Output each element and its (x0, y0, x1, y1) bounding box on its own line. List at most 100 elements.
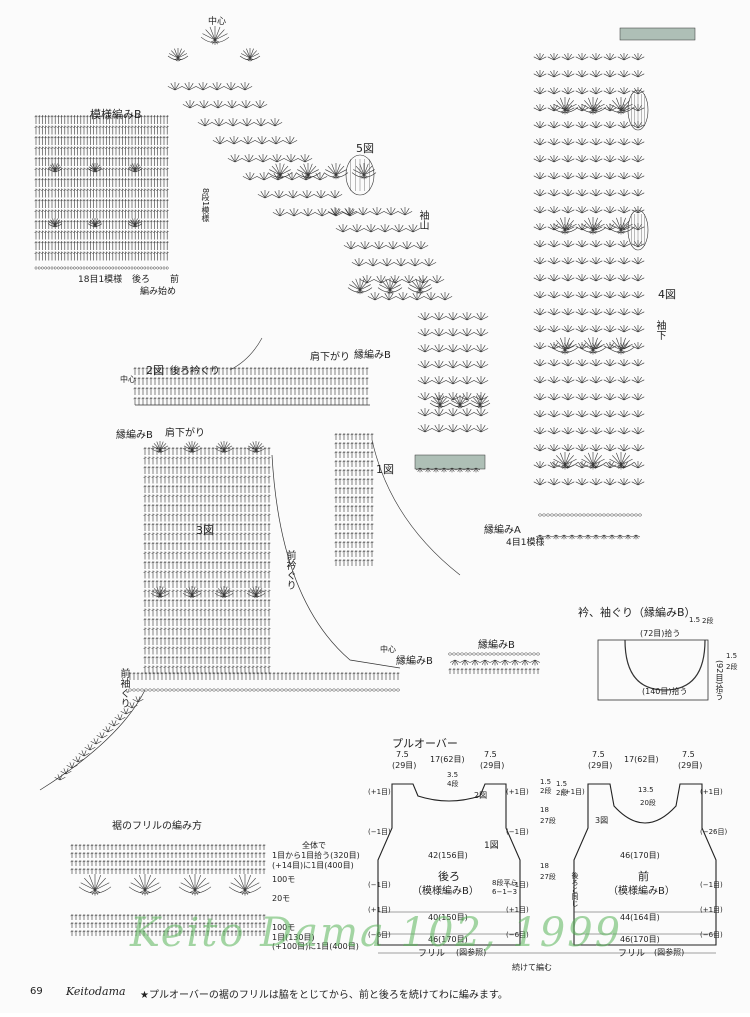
edging-a-chain (639, 514, 642, 516)
edging-a-chain (559, 514, 562, 516)
pattern-b-foundation (54, 267, 56, 269)
pattern-b-foundation (144, 267, 146, 269)
pattern-b-foundation (45, 267, 47, 269)
sleeve-tulip-row (364, 166, 372, 175)
sleeve-top-tulip (250, 51, 257, 58)
pattern-b-foundation (77, 267, 79, 269)
sleeve-under-tulip (565, 220, 574, 230)
sleeve-tulip-row (412, 281, 420, 290)
pattern-b-foundation (86, 267, 88, 269)
edging-a-chain (631, 514, 634, 516)
pattern-b-foundation (163, 267, 165, 269)
sleeve-tulip-row (352, 281, 360, 290)
edging-a-chain (615, 514, 618, 516)
edging-a-chain (543, 514, 546, 516)
sleeve-under-tulip (612, 220, 621, 230)
sleeve-tulip-row (382, 281, 390, 290)
pattern-b-foundation (137, 267, 139, 269)
edging-a-chain (599, 514, 602, 516)
edging-a-chain (627, 514, 630, 516)
edging-a-chain (547, 514, 550, 516)
edging-a-chain (539, 514, 542, 516)
sleeve-under-tulip (593, 455, 602, 465)
pattern-b-foundation (125, 267, 127, 269)
sleeve-tulip-row (308, 166, 316, 175)
pattern-b-foundation (115, 267, 117, 269)
sleeve-tulip-row (360, 281, 368, 290)
edging-a-chain (619, 514, 622, 516)
edging-a-chain (635, 514, 638, 516)
sleeve-under-tulip (565, 455, 574, 465)
edging-a-chain (587, 514, 590, 516)
sleeve-under-tulip (612, 455, 621, 465)
sleeve-tulip-row (280, 166, 288, 175)
pattern-b-foundation (121, 267, 123, 269)
pattern-b-foundation (109, 267, 111, 269)
sleeve-under-tulip (612, 340, 621, 350)
pattern-b-foundation (61, 267, 63, 269)
pattern-b-foundation (134, 267, 136, 269)
pattern-b-foundation (51, 267, 53, 269)
pattern-b-foundation (35, 267, 37, 269)
pattern-b-foundation (166, 267, 168, 269)
pattern-b-foundation (67, 267, 69, 269)
pattern-b-foundation (83, 267, 85, 269)
edging-band (415, 455, 485, 469)
sleeve-tulip-row (300, 166, 308, 175)
edging-a-chain (595, 514, 598, 516)
pattern-b-foundation (150, 267, 152, 269)
pattern-b-foundation (128, 267, 130, 269)
edging-a-chain (567, 514, 570, 516)
sleeve-tulip-row (460, 398, 467, 405)
pattern-b-foundation (99, 267, 101, 269)
pattern-b-foundation (57, 267, 59, 269)
pattern-b-foundation (160, 267, 162, 269)
pattern-b-foundation (105, 267, 107, 269)
sleeve-top-band (620, 28, 695, 40)
sleeve-under-tulip (556, 220, 565, 230)
sleeve-top-tulip (171, 51, 178, 58)
pattern-b-foundation (118, 267, 120, 269)
edging-a-chain (591, 514, 594, 516)
sleeve-top-tulip (206, 30, 215, 40)
sleeve-top-tulip (178, 51, 185, 58)
pattern-b-foundation (73, 267, 75, 269)
sleeve-tulip-row (336, 166, 344, 175)
sleeve-under-tulip (556, 455, 565, 465)
pattern-b-foundation (41, 267, 43, 269)
pattern-b-foundation (131, 267, 133, 269)
sleeve-under-tulip (584, 220, 593, 230)
sleeve-tulip-row (328, 166, 336, 175)
edging-a-chain (607, 514, 610, 516)
sleeve-under-tulip (593, 220, 602, 230)
pattern-b-foundation (141, 267, 143, 269)
sleeve-under-tulip (556, 340, 565, 350)
edging-a-chain (555, 514, 558, 516)
edging-a-chain (611, 514, 614, 516)
edging-a-chain (603, 514, 606, 516)
edging-a-chain (583, 514, 586, 516)
sleeve-under-tulip (621, 455, 630, 465)
edging-a-chain (623, 514, 626, 516)
pattern-b-foundation (112, 267, 114, 269)
sleeve-under-tulip (584, 455, 593, 465)
sleeve-tulip-row (272, 166, 280, 175)
pattern-b-foundation (70, 267, 72, 269)
pattern-b-foundation (147, 267, 149, 269)
pattern-b-foundation (80, 267, 82, 269)
sleeve-tulip-row (453, 398, 460, 405)
edging-a-chain (579, 514, 582, 516)
pattern-b-foundation (157, 267, 159, 269)
edging-a-chain (551, 514, 554, 516)
pattern-b-foundation (93, 267, 95, 269)
pattern-b-foundation (48, 267, 50, 269)
pattern-b-foundation (102, 267, 104, 269)
pattern-b-foundation (38, 267, 40, 269)
edging-a-chain (563, 514, 566, 516)
back-neck-curve (230, 338, 262, 370)
pattern-b-foundation (96, 267, 98, 269)
sleeve-under-tulip (584, 340, 593, 350)
sleeve-top-tulip (243, 51, 250, 58)
